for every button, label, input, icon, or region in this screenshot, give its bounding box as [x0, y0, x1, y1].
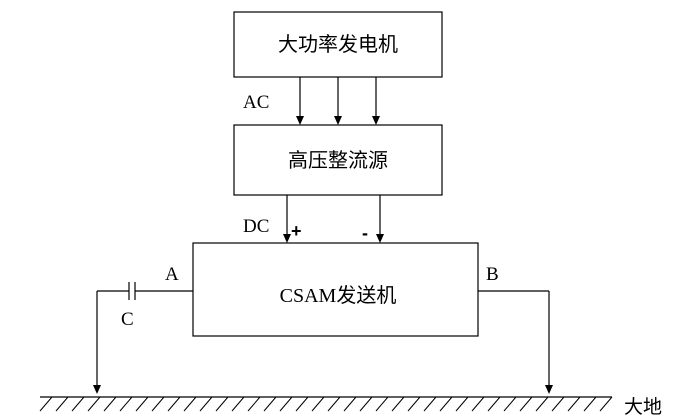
ac-arrow-1 — [296, 116, 304, 125]
ground-hatch-stroke — [71, 396, 85, 412]
ground-hatch-stroke — [391, 396, 405, 412]
dc-plus-arrow — [283, 234, 291, 243]
capacitor-label: C — [121, 309, 134, 330]
generator-block — [233, 11, 443, 78]
ac-arrow-3 — [372, 116, 380, 125]
ground-hatch-stroke — [407, 396, 421, 412]
ground-hatch-stroke — [487, 396, 501, 412]
ground-hatch-stroke — [359, 396, 373, 412]
ground-arrow-b — [545, 385, 553, 394]
rectifier-block — [233, 124, 443, 196]
ground-hatch-stroke — [199, 396, 213, 412]
terminal-a-label: A — [165, 264, 179, 285]
ground-hatch-stroke — [55, 396, 69, 412]
ground-hatch-stroke — [39, 396, 53, 412]
ground-hatch-stroke — [151, 396, 165, 412]
ground-hatch-stroke — [231, 396, 245, 412]
ground-hatch-stroke — [215, 396, 229, 412]
ground-hatch-stroke — [167, 396, 181, 412]
ground-hatch-stroke — [279, 396, 293, 412]
ac-label: AC — [243, 92, 269, 113]
ground-hatch-stroke — [247, 396, 261, 412]
ground-hatching — [39, 396, 613, 412]
ground-hatch-stroke — [295, 396, 309, 412]
ground-hatch-stroke — [471, 396, 485, 412]
dc-minus-arrow — [376, 234, 384, 243]
ground-hatch-stroke — [119, 396, 133, 412]
ground-hatch-stroke — [183, 396, 197, 412]
ac-arrow-2 — [334, 116, 342, 125]
transmitter-label: CSAM发送机 — [280, 284, 397, 307]
ground-hatch-stroke — [503, 396, 517, 412]
ground-hatch-stroke — [599, 396, 613, 412]
dc-minus-sign: - — [362, 223, 368, 243]
ground-hatch-stroke — [535, 396, 549, 412]
ground-hatch-stroke — [135, 396, 149, 412]
transmitter-block — [192, 242, 479, 337]
ground-label: 大地 — [624, 396, 662, 418]
ground-hatch-stroke — [455, 396, 469, 412]
dc-label: DC — [243, 216, 269, 237]
rectifier-label: 高压整流源 — [288, 149, 388, 172]
ground-hatch-stroke — [551, 396, 565, 412]
ground-hatch-stroke — [263, 396, 277, 412]
terminal-b-label: B — [486, 264, 499, 285]
ground-hatch-stroke — [519, 396, 533, 412]
ground-hatch-stroke — [439, 396, 453, 412]
ground-hatch-stroke — [567, 396, 581, 412]
ground-hatch-stroke — [327, 396, 341, 412]
ground-arrow-a — [93, 385, 101, 394]
ground-hatch-stroke — [103, 396, 117, 412]
ground-hatch-stroke — [87, 396, 101, 412]
ground-hatch-stroke — [583, 396, 597, 412]
ground-hatch-stroke — [375, 396, 389, 412]
ground-hatch-stroke — [343, 396, 357, 412]
ground-hatch-stroke — [423, 396, 437, 412]
generator-label: 大功率发电机 — [278, 33, 398, 56]
dc-plus-sign: + — [291, 221, 302, 241]
ground-hatch-stroke — [311, 396, 325, 412]
